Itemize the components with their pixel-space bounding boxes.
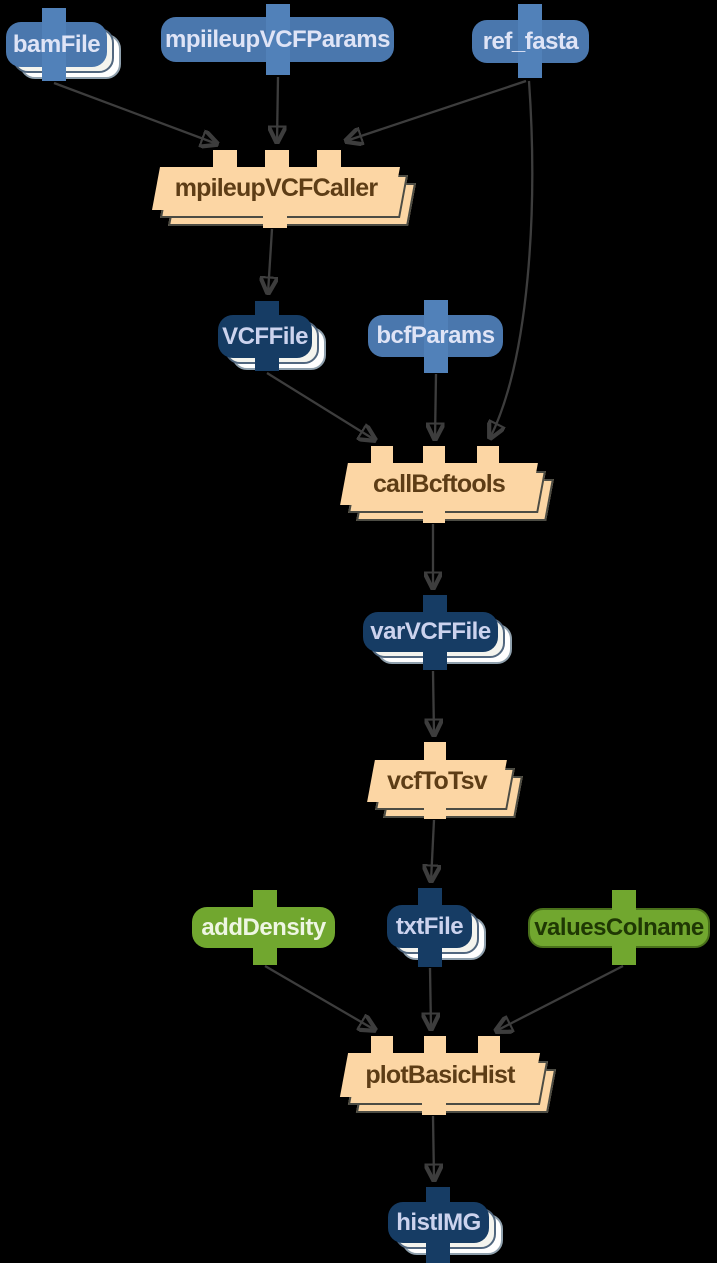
output-port	[263, 210, 287, 228]
connector-tab	[612, 890, 636, 965]
node-label: vcfToTsv	[387, 766, 487, 795]
node-plot-basic-hist[interactable]: plotBasicHist	[339, 1036, 557, 1115]
node-values-colname[interactable]: valuesColname	[528, 890, 710, 965]
input-port	[478, 1036, 500, 1054]
node-mpiileup-vcf-params[interactable]: mpiileupVCFParams	[161, 4, 394, 75]
node-call-bcftools[interactable]: callBcftools	[340, 446, 554, 523]
input-port	[424, 1036, 446, 1054]
node-ref-fasta[interactable]: ref_fasta	[472, 4, 589, 78]
connector-tab	[253, 890, 277, 965]
edge-adddensity-to-plotbasichist	[264, 965, 375, 1030]
connector-tab	[266, 4, 290, 75]
input-port	[424, 742, 446, 761]
input-port	[371, 446, 393, 464]
output-port	[424, 802, 446, 819]
input-port	[371, 1036, 393, 1054]
node-label: bamFile	[12, 30, 101, 58]
edge-caller-to-vcffile	[268, 228, 272, 293]
edge-bcfparams-to-callbcftools	[435, 373, 436, 439]
input-port	[265, 150, 289, 168]
edge-bamfile-to-caller	[53, 81, 217, 144]
node-label: ref_fasta	[482, 27, 579, 55]
node-label: histIMG	[396, 1208, 481, 1236]
input-port	[477, 446, 499, 464]
edge-plotbasichist-to-histimg	[433, 1115, 434, 1180]
node-label: bcfParams	[376, 322, 495, 349]
node-var-vcf-file[interactable]: varVCFFile	[363, 595, 512, 670]
connector-tab	[418, 888, 442, 967]
input-port	[423, 446, 445, 464]
node-label: plotBasicHist	[365, 1060, 515, 1089]
node-label: mpileupVCFCaller	[174, 174, 378, 202]
edge-varvcffile-to-vcftotsv	[433, 670, 434, 735]
edge-vcffile-to-callbcftools	[266, 372, 375, 440]
node-bam-file[interactable]: bamFile	[6, 8, 121, 81]
edge-reffasta-to-caller	[346, 79, 527, 141]
node-label: addDensity	[201, 913, 326, 941]
node-bcf-params[interactable]: bcfParams	[368, 300, 503, 373]
edge-params-to-caller	[277, 76, 278, 142]
edge-reffasta-to-callbcftools	[490, 80, 534, 438]
node-txt-file[interactable]: txtFile	[387, 888, 486, 967]
connector-tab	[423, 595, 447, 670]
node-label: txtFile	[395, 912, 464, 940]
connector-tab	[255, 301, 279, 371]
connector-tab	[518, 4, 542, 78]
connector-tab	[424, 300, 448, 373]
node-add-density[interactable]: addDensity	[192, 890, 335, 965]
connector-tab	[426, 1187, 450, 1263]
node-label: mpiileupVCFParams	[165, 25, 390, 53]
node-label: VCFFile	[222, 322, 308, 350]
edge-txtfile-to-plotbasichist	[430, 967, 431, 1029]
node-vcf-to-tsv[interactable]: vcfToTsv	[367, 742, 523, 819]
node-vcf-file[interactable]: VCFFile	[218, 301, 326, 371]
connector-tab	[42, 8, 66, 81]
input-port	[213, 150, 237, 168]
node-mpileup-vcf-caller[interactable]: mpileupVCFCaller	[152, 150, 416, 228]
edge-valuescolname-to-plotbasichist	[496, 964, 624, 1031]
output-port	[422, 1097, 446, 1115]
node-hist-img[interactable]: histIMG	[388, 1187, 503, 1263]
edge-vcftotsv-to-txtfile	[431, 819, 434, 881]
output-port	[423, 505, 445, 523]
node-label: valuesColname	[534, 914, 704, 941]
node-label: callBcftools	[372, 469, 506, 498]
node-label: varVCFFile	[370, 618, 491, 645]
input-port	[317, 150, 341, 168]
